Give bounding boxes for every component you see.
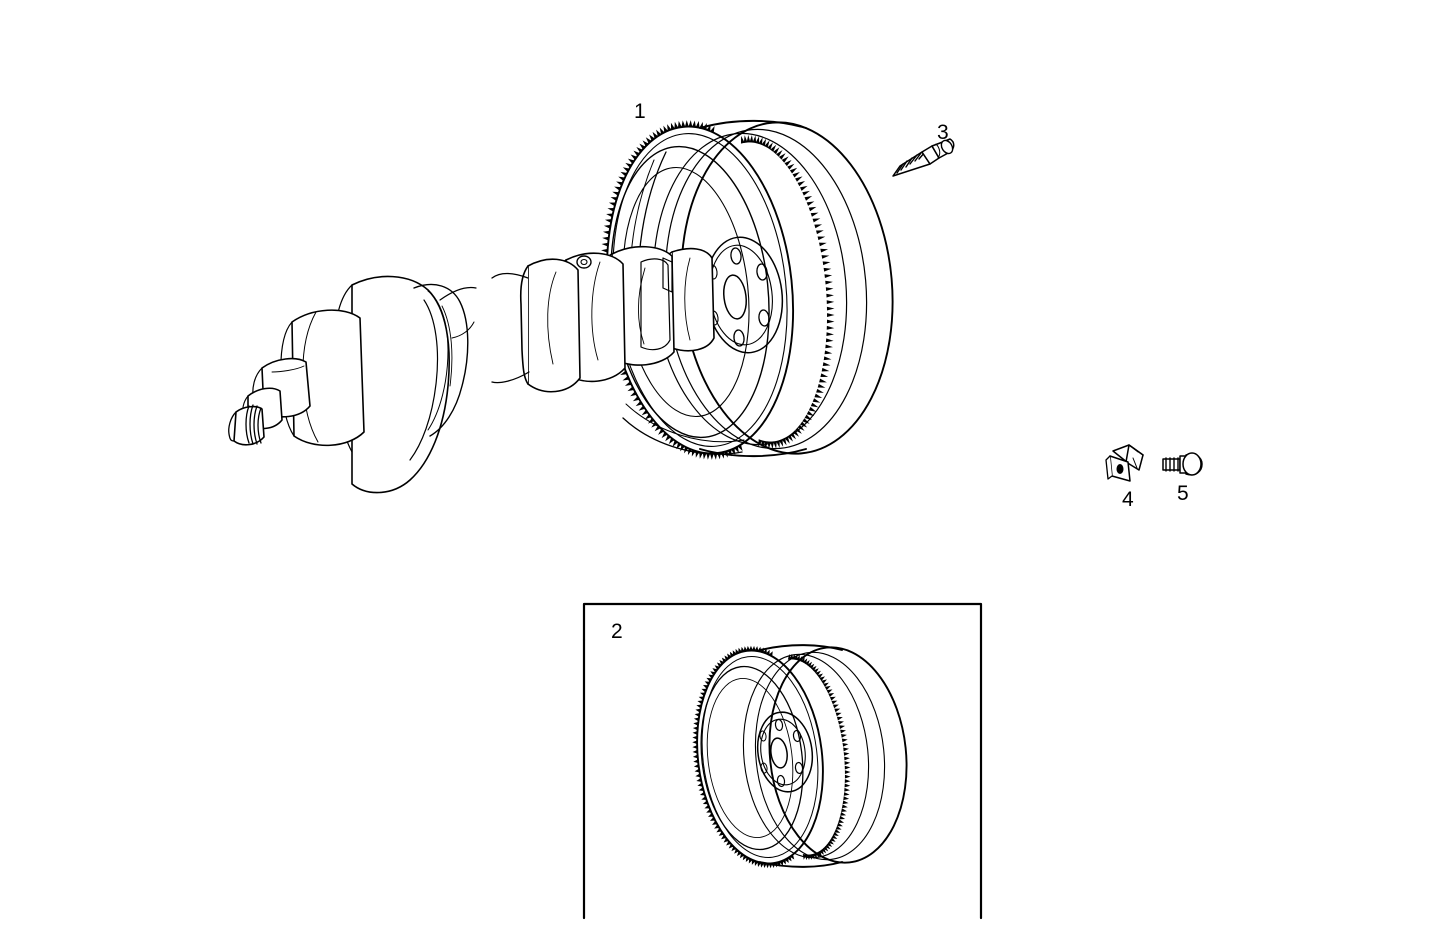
flywheel-variant-hub-icon — [756, 711, 814, 793]
ring-gear-variant-icon — [692, 645, 851, 869]
bolt-icon — [892, 138, 955, 177]
callout-number-1: 1 — [634, 100, 646, 123]
flywheel-variant-icon — [696, 644, 908, 868]
callout-number-3: 3 — [937, 121, 949, 144]
variant-box-border — [582, 602, 983, 920]
crankshaft-rear-icon — [491, 245, 715, 393]
ring-gear-inner-icon — [740, 134, 835, 449]
callout-number-5: 5 — [1177, 482, 1189, 505]
screw-icon — [1162, 452, 1203, 476]
callout-number-4: 4 — [1122, 488, 1134, 511]
crankshaft-icon — [228, 275, 477, 494]
callout-number-2: 2 — [611, 620, 623, 643]
bracket-icon — [1105, 444, 1144, 482]
